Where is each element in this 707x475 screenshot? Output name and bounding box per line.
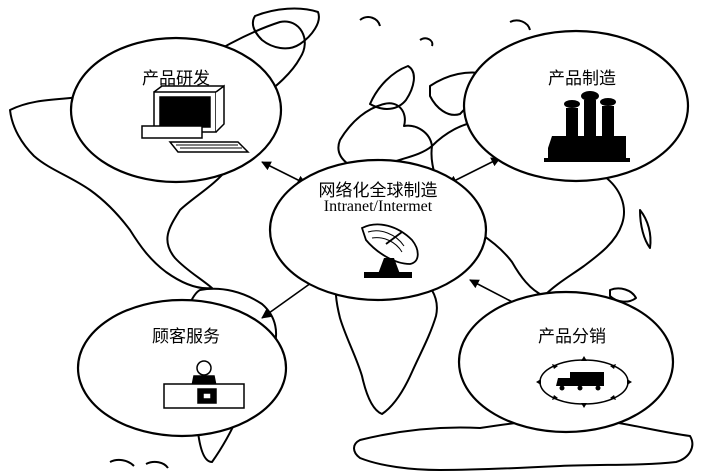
- dist-node-label: 产品分销: [538, 327, 606, 347]
- connector-rd: [261, 161, 307, 185]
- computer-icon: [141, 84, 250, 153]
- service-desk-icon: [163, 360, 245, 409]
- satellite-dish-icon: [360, 223, 419, 278]
- delivery-truck-icon: [536, 356, 632, 408]
- factory-icon: [544, 91, 630, 162]
- scandinavia-outline: [369, 65, 415, 110]
- rd-node-label: 产品研发: [142, 69, 210, 89]
- mfg-node-label: 产品制造: [548, 69, 616, 89]
- antarctica-outline: [353, 417, 694, 471]
- service-node-ellipse: [76, 298, 288, 438]
- japan-outline: [639, 209, 652, 249]
- greenland-outline: [251, 7, 320, 50]
- service-node-label: 顾客服务: [152, 327, 220, 347]
- center-node-subtitle: Intranet/Intermet: [323, 198, 433, 215]
- connector-mfg: [447, 157, 501, 185]
- center-node-title: 网络化全球制造: [318, 181, 438, 201]
